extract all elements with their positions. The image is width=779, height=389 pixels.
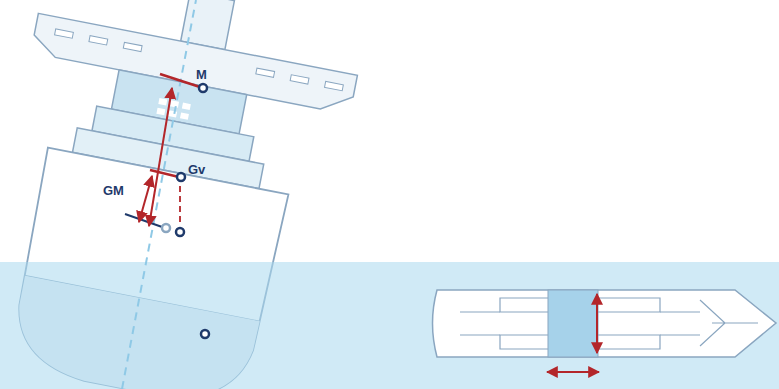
centerline xyxy=(122,0,196,389)
top-view-ship xyxy=(433,290,777,372)
point-label: GM xyxy=(103,184,124,197)
points xyxy=(162,84,209,338)
water xyxy=(0,262,779,389)
point-label: Gv xyxy=(188,163,205,176)
point-label: M xyxy=(196,68,207,81)
